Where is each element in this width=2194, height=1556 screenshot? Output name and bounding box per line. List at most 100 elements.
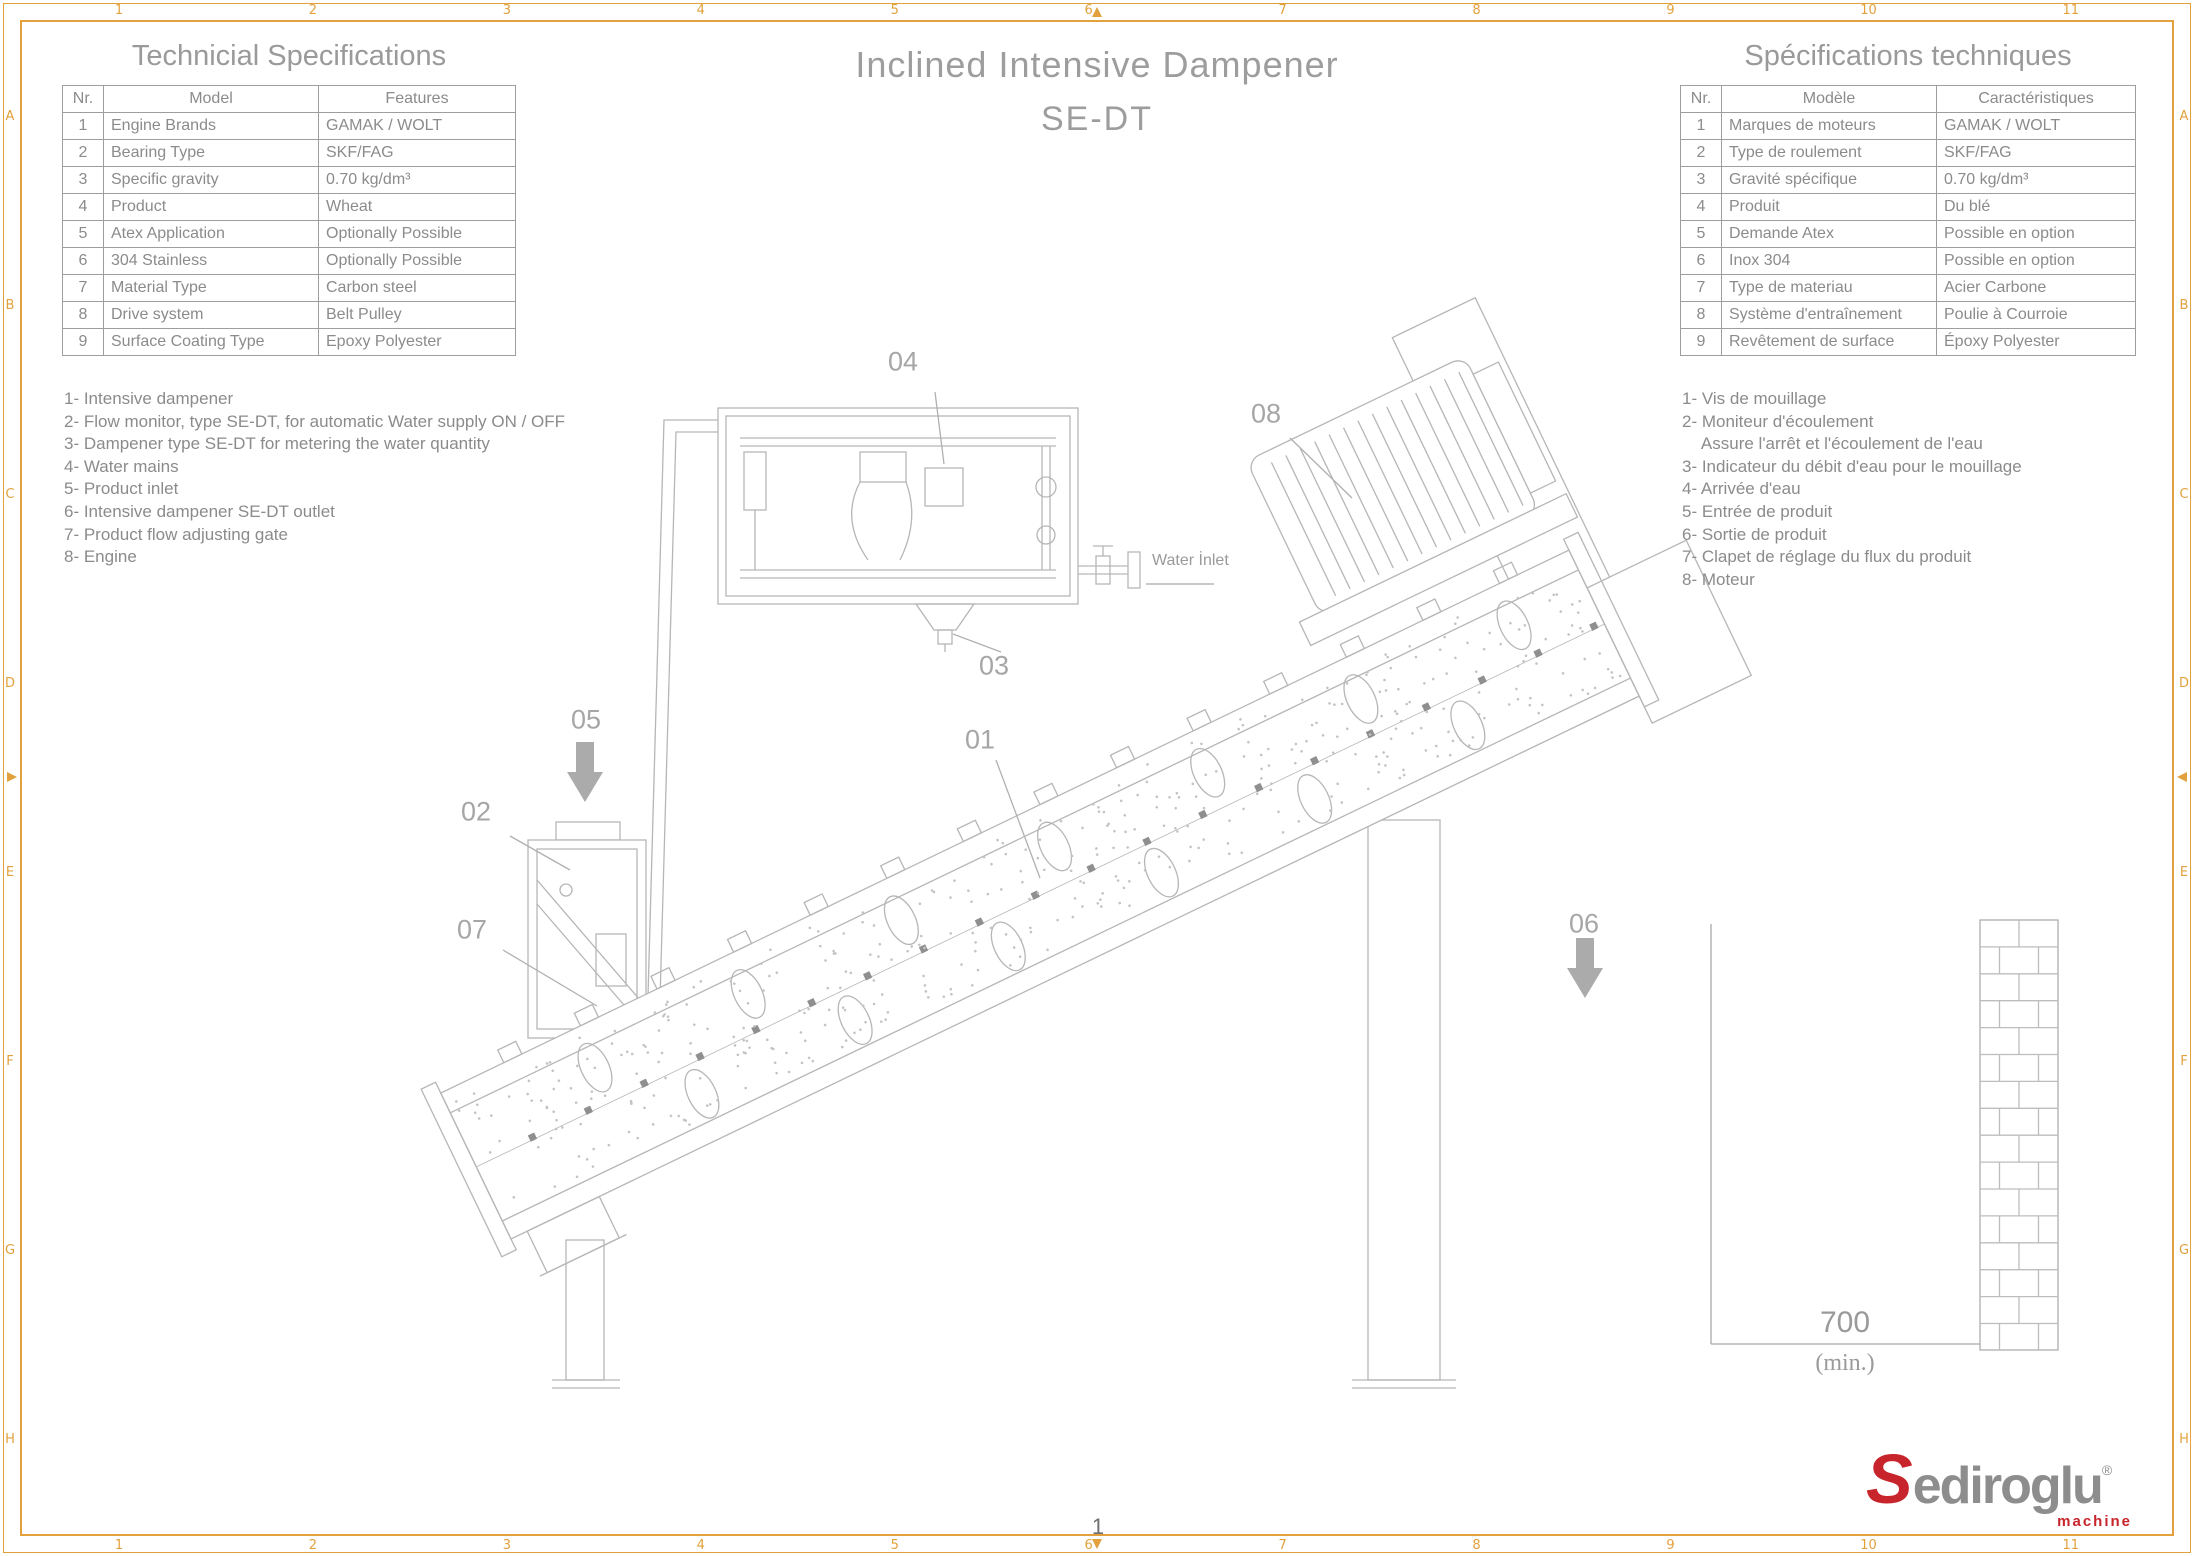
grid-ref-label: 8: [1472, 3, 1481, 18]
table-cell: Belt Pulley: [318, 301, 516, 329]
grid-ref-label: 10: [1860, 3, 1877, 18]
table-cell: 1: [62, 112, 104, 140]
legend-item: 5- Entrée de produit: [1682, 502, 1833, 522]
table-cell: 3: [62, 166, 104, 194]
grid-ref-label: E: [5, 865, 15, 880]
callout-05: 05: [570, 704, 602, 735]
water-inlet-pipe: [1078, 545, 1214, 589]
table-cell: Marques de moteurs: [1721, 112, 1937, 140]
table-cell: SKF/FAG: [1936, 139, 2136, 167]
callout-06: 06: [1568, 908, 1600, 939]
grid-ref-label: A: [2179, 109, 2189, 124]
dimension-value: 700: [1819, 1306, 1871, 1339]
table-cell: Specific gravity: [103, 166, 319, 194]
grid-ref-label: B: [2179, 298, 2189, 313]
table-cell: Engine Brands: [103, 112, 319, 140]
table-cell: Wheat: [318, 193, 516, 221]
water-inlet-label: Water İnlet: [1152, 552, 1229, 569]
table-cell: Époxy Polyester: [1936, 328, 2136, 356]
grid-ref-label: 10: [1860, 1538, 1877, 1553]
table-cell: Type de materiau: [1721, 274, 1937, 302]
grid-ref-label: 1: [114, 1538, 124, 1553]
table-cell: SKF/FAG: [318, 139, 516, 167]
table-cell: Epoxy Polyester: [318, 328, 516, 356]
table-cell: 6: [62, 247, 104, 275]
legend-fr: 1- Vis de mouillage 2- Moniteur d'écoulem…: [1682, 388, 2162, 591]
table-cell: Système d'entraînement: [1721, 301, 1937, 329]
grid-ref-label: 6: [1084, 3, 1093, 18]
logo-wordmark: ediroglu: [1912, 1457, 2104, 1515]
table-cell: Gravité spécifique: [1721, 166, 1937, 194]
table-cell: 304 Stainless: [103, 247, 319, 275]
grid-ref-label: D: [2178, 676, 2189, 691]
table-cell: Drive system: [103, 301, 319, 329]
table-cell: Product: [103, 193, 319, 221]
legend-item: 8- Engine: [64, 547, 137, 567]
table-cell: 2: [1680, 139, 1722, 167]
legend-item: 6- Sortie de produit: [1682, 524, 1827, 544]
table-cell: Demande Atex: [1721, 220, 1937, 248]
center-mark-icon: [7, 772, 17, 782]
drawing-subtitle: SE-DT: [1041, 100, 1153, 138]
table-cell: Du blé: [1936, 193, 2136, 221]
flow-arrow-icons: [567, 742, 1603, 998]
table-cell: 7: [62, 274, 104, 302]
inclined-conveyor: [420, 296, 1753, 1277]
legend-item: 6- Intensive dampener SE-DT outlet: [64, 502, 335, 522]
legend-item: 4- Arrivée d'eau: [1682, 479, 1801, 499]
legend-item: Assure l'arrêt et l'écoulement de l'eau: [1682, 434, 1983, 454]
motor: [1250, 360, 1579, 647]
table-cell: 8: [1680, 301, 1722, 329]
callout-08: 08: [1250, 398, 1282, 429]
table-header: Nr.: [62, 85, 104, 113]
table-header: Features: [318, 85, 516, 113]
grid-ref-label: E: [2179, 865, 2189, 880]
table-cell: 9: [1680, 328, 1722, 356]
grid-ref-label: F: [6, 1054, 14, 1069]
table-cell: Poulie à Courroie: [1936, 301, 2136, 329]
logo-tagline: machine: [2057, 1513, 2132, 1530]
legend-item: 3- Dampener type SE-DT for metering the …: [64, 434, 490, 454]
grid-ref-label: D: [4, 676, 15, 691]
grid-ref-label: G: [4, 1243, 16, 1258]
table-cell: Bearing Type: [103, 139, 319, 167]
table-cell: Type de roulement: [1721, 139, 1937, 167]
legend-item: 1- Vis de mouillage: [1682, 389, 1827, 408]
legend-item: 5- Product inlet: [64, 479, 179, 499]
registered-trademark-icon: ®: [2101, 1462, 2113, 1478]
grid-ref-label: H: [2179, 1432, 2189, 1447]
table-cell: 1: [1680, 112, 1722, 140]
grid-ref-label: 4: [696, 3, 705, 18]
grid-ref-label: 8: [1472, 1538, 1481, 1553]
dimension-unit: (min.): [1815, 1350, 1875, 1376]
drawing-title: Inclined Intensive Dampener: [855, 44, 1339, 85]
grid-ref-label: F: [2180, 1054, 2188, 1069]
table-cell: Surface Coating Type: [103, 328, 319, 356]
legend-item: 2- Moniteur d'écoulement: [1682, 411, 1874, 431]
table-cell: Produit: [1721, 193, 1937, 221]
table-cell: 4: [1680, 193, 1722, 221]
grid-ref-label: A: [5, 109, 15, 124]
grid-ref-label: 11: [2062, 1538, 2080, 1553]
support-leg-main: [1352, 819, 1456, 1389]
grid-ref-label: 6: [1084, 1538, 1093, 1553]
legend-item: 3- Indicateur du débit d'eau pour le mou…: [1682, 456, 2022, 476]
table-cell: GAMAK / WOLT: [318, 112, 516, 140]
table-cell: Optionally Possible: [318, 220, 516, 248]
callout-07: 07: [456, 914, 488, 945]
company-logo: Sediroglu® machine: [1866, 1444, 2146, 1530]
table-header: Model: [103, 85, 319, 113]
table-cell: 5: [62, 220, 104, 248]
